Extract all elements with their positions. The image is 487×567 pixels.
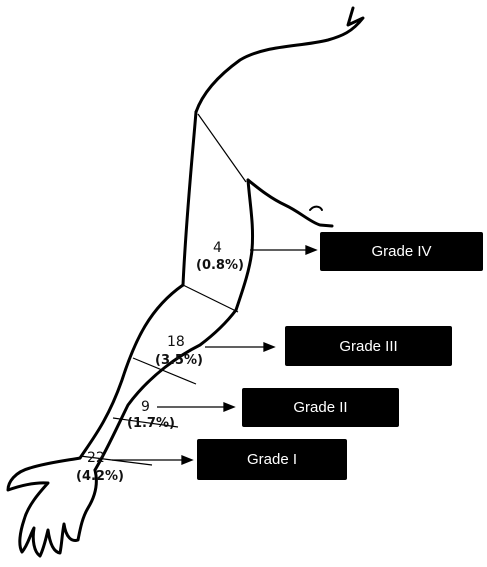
grade-ii-box: Grade II	[242, 388, 399, 427]
segment-line-2	[182, 284, 239, 313]
upper-arm-front-outline	[234, 178, 255, 312]
grade-iv-count: 4	[213, 240, 222, 256]
shoulder-outline	[194, 6, 365, 114]
upper-arm-back-outline	[181, 110, 198, 287]
grade-ii-count: 9	[141, 399, 150, 415]
segment-line-1	[197, 113, 247, 183]
grade-iii-label: Grade III	[339, 337, 398, 355]
grade-iii-count: 18	[167, 334, 185, 350]
grade-i-label: Grade I	[246, 451, 298, 468]
grade-ii-percent: (1.7%)	[127, 416, 175, 431]
forearm-front-outline	[93, 308, 238, 472]
grade-iv-percent: (0.8%)	[196, 258, 244, 273]
armpit-outline	[246, 178, 334, 228]
grade-i-box: Grade I	[197, 439, 347, 480]
grade-iv-label: Grade IV	[371, 243, 432, 260]
hand-outline	[6, 456, 98, 558]
grade-iv-box: Grade IV	[320, 232, 483, 271]
grade-iii-percent: (3.5%)	[155, 353, 203, 368]
segment-line-3	[132, 357, 197, 385]
grade-i-count: 22	[87, 450, 105, 466]
grade-iii-box: Grade III	[285, 326, 452, 366]
grade-i-percent: (4.2%)	[76, 469, 124, 484]
segment-line-4	[112, 417, 179, 428]
grade-ii-label: Grade II	[293, 399, 348, 416]
forearm-back-outline	[78, 283, 185, 460]
